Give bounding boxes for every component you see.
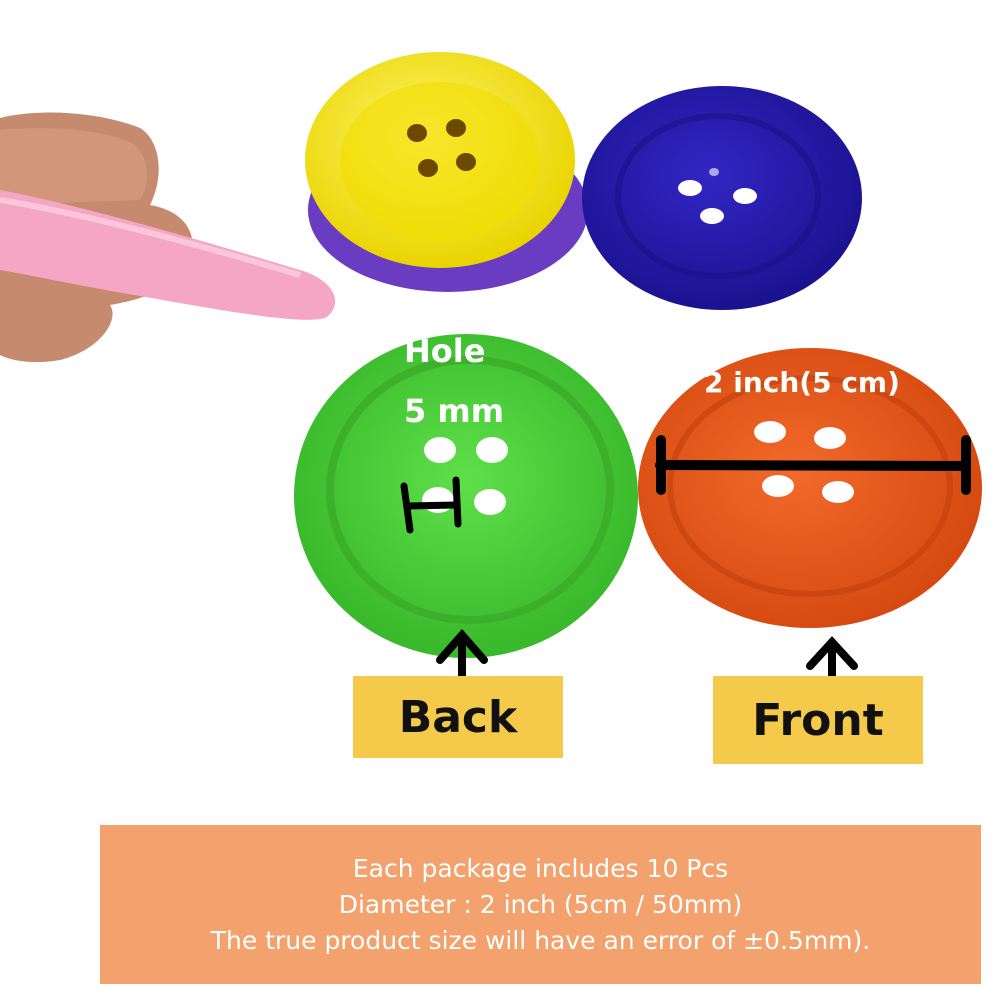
- yellow-button: [305, 52, 575, 268]
- info-line-package: Each package includes 10 Pcs: [352, 853, 729, 883]
- hole-label-line2: 5 mm: [404, 392, 505, 430]
- hole-measure-marker: [400, 476, 462, 534]
- diameter-measure-bar: [655, 435, 971, 495]
- back-tag: Back: [353, 676, 563, 758]
- green-button: [294, 334, 638, 658]
- front-tag: Front: [713, 676, 923, 764]
- orange-button: [638, 348, 982, 628]
- back-label: Back: [398, 691, 518, 743]
- info-line-tolerance: The true product size will have an error…: [210, 925, 871, 955]
- info-box: Each package includes 10 Pcs Diameter : …: [100, 825, 981, 984]
- up-arrow-back: [436, 628, 488, 686]
- diameter-label: 2 inch(5 cm): [704, 366, 900, 399]
- info-line-diameter: Diameter : 2 inch (5cm / 50mm): [338, 889, 743, 919]
- blue-button: [582, 86, 862, 310]
- front-label: Front: [752, 694, 884, 746]
- hole-label-line1: Hole: [404, 332, 486, 370]
- pink-stick: [0, 190, 336, 320]
